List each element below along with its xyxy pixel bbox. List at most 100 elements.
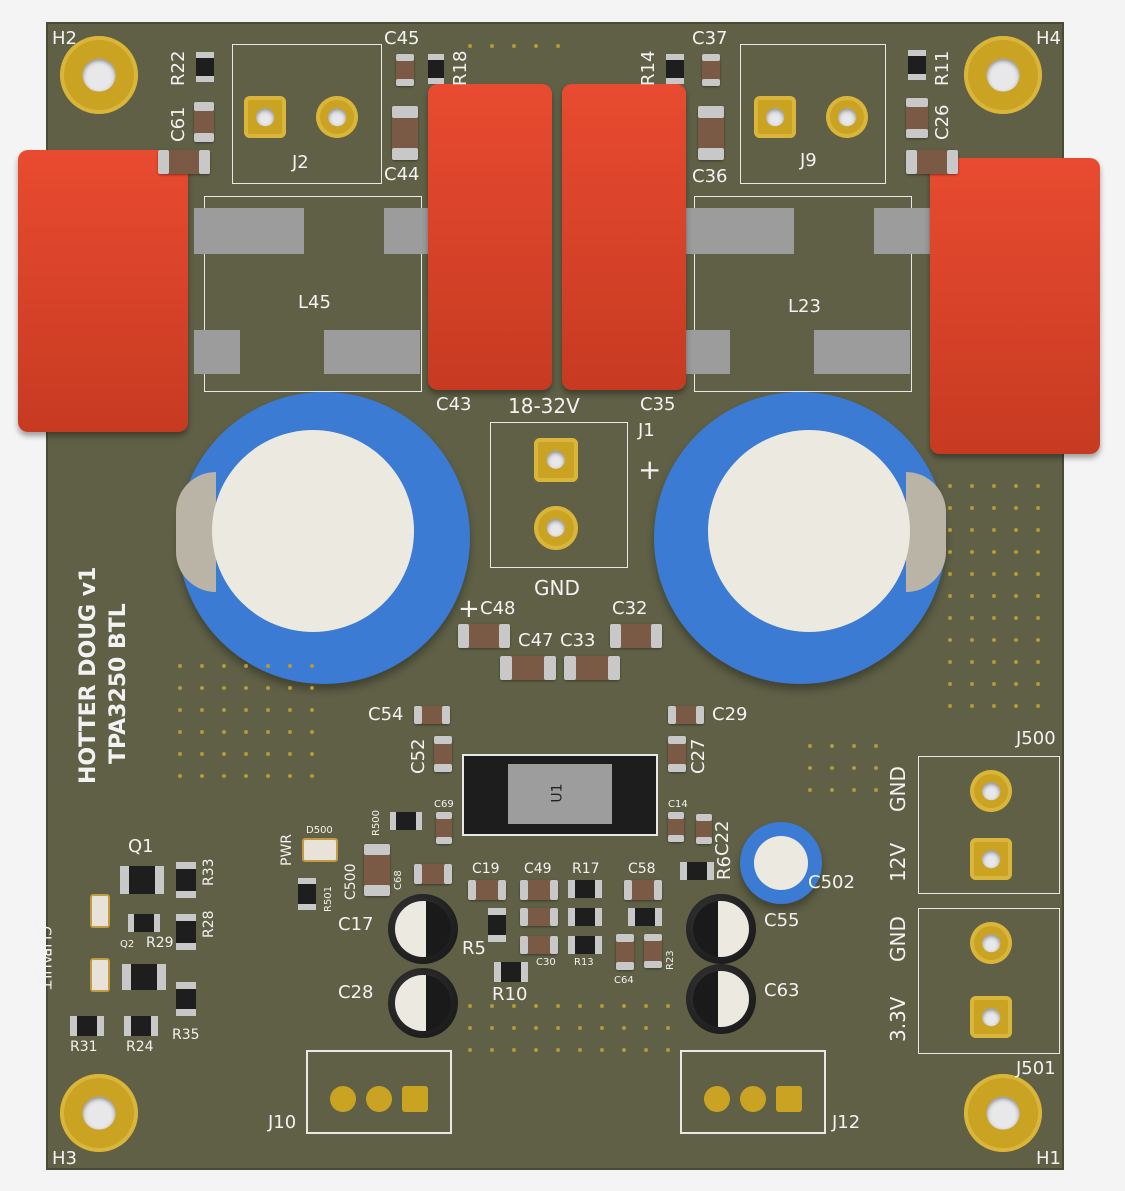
via xyxy=(178,686,182,690)
via xyxy=(178,752,182,756)
via xyxy=(622,1004,626,1008)
connector-j2-pin2 xyxy=(316,96,358,138)
resistor-r10 xyxy=(494,962,528,982)
connector-j2-pin1 xyxy=(244,96,286,138)
polarity-stripe xyxy=(906,472,946,592)
label-c30: C30 xyxy=(536,957,556,968)
via xyxy=(200,664,204,668)
via xyxy=(288,774,292,778)
via xyxy=(948,638,952,642)
via xyxy=(512,1048,516,1052)
via xyxy=(992,704,996,708)
capacitor-c69 xyxy=(436,812,452,845)
capacitor-c44 xyxy=(392,106,418,160)
via xyxy=(666,1004,670,1008)
capacitor-c32 xyxy=(610,624,662,648)
inductor-l23-pad xyxy=(684,208,794,254)
via xyxy=(288,752,292,756)
via xyxy=(468,44,472,48)
capacitor-top-face xyxy=(708,430,910,632)
connector-j12-pin xyxy=(776,1086,802,1112)
via xyxy=(1036,506,1040,510)
resistor-r13 xyxy=(568,936,602,954)
via xyxy=(1014,638,1018,642)
via xyxy=(992,660,996,664)
label-c36: C36 xyxy=(692,166,728,187)
via xyxy=(244,664,248,668)
via xyxy=(266,686,270,690)
capacitor-c55 xyxy=(686,894,756,964)
via xyxy=(288,708,292,712)
capacitor-c14 xyxy=(668,812,684,842)
via xyxy=(266,730,270,734)
resistor-r24 xyxy=(124,1016,158,1036)
via xyxy=(1036,704,1040,708)
label-q2: Q2 xyxy=(120,939,135,950)
polarity-stripe xyxy=(176,472,216,592)
label-r10: R10 xyxy=(492,984,528,1005)
via xyxy=(512,44,516,48)
via xyxy=(310,730,314,734)
capacitor-c28 xyxy=(388,968,458,1038)
label-c14: C14 xyxy=(668,799,688,810)
via xyxy=(200,686,204,690)
capacitor-c47 xyxy=(500,656,556,680)
led-d4-fault xyxy=(90,958,110,992)
via xyxy=(852,744,856,748)
via xyxy=(490,1048,494,1052)
via xyxy=(468,1026,472,1030)
mounting-hole-h1 xyxy=(964,1074,1042,1152)
via xyxy=(948,682,952,686)
connector-j500-pin1 xyxy=(970,770,1012,812)
via xyxy=(244,686,248,690)
capacitor-c52 xyxy=(434,736,452,773)
via xyxy=(874,788,878,792)
label-c58: C58 xyxy=(628,861,656,877)
via xyxy=(178,708,182,712)
via xyxy=(830,766,834,770)
capacitor-c64 xyxy=(616,934,634,971)
via xyxy=(644,1004,648,1008)
label-l23: L23 xyxy=(788,296,821,317)
resistor-middle-c xyxy=(628,908,662,926)
label-j1: J1 xyxy=(638,420,655,441)
via xyxy=(1014,704,1018,708)
resistor-r35 xyxy=(176,982,196,1016)
via xyxy=(666,1026,670,1030)
inductor-l45-pad xyxy=(324,330,420,374)
connector-j1-pin1 xyxy=(534,438,578,482)
via xyxy=(622,1048,626,1052)
via xyxy=(600,1004,604,1008)
capacitor-small-right xyxy=(906,150,958,174)
capacitor-c37 xyxy=(702,54,720,87)
via xyxy=(266,708,270,712)
label-j501: J501 xyxy=(1016,1058,1056,1079)
resistor-r28 xyxy=(176,914,196,950)
resistor-near-q1 xyxy=(128,914,161,932)
label-c502: C502 xyxy=(808,872,855,893)
via xyxy=(200,752,204,756)
connector-j10-pin xyxy=(366,1086,392,1112)
via xyxy=(970,528,974,532)
film-capacitor-right xyxy=(930,158,1100,454)
connector-j9-pin2 xyxy=(826,96,868,138)
resistor-r14 xyxy=(666,54,684,84)
via xyxy=(948,484,952,488)
resistor-r17 xyxy=(568,880,602,898)
via xyxy=(622,1026,626,1030)
mounting-hole-h4 xyxy=(964,36,1042,114)
label-c33: C33 xyxy=(560,630,596,651)
resistor-r501 xyxy=(298,878,316,911)
label-j1-voltage: 18-32V xyxy=(508,394,580,418)
led-d500-pwr xyxy=(302,838,338,862)
via xyxy=(1014,616,1018,620)
capacitor-c54 xyxy=(414,706,451,724)
via xyxy=(644,1048,648,1052)
via xyxy=(512,1026,516,1030)
label-h3: H3 xyxy=(52,1148,77,1169)
pcb-board: H2 H4 H3 H1 J2 J9 L45 L23 C43 C35 C45 R1… xyxy=(18,22,1100,1170)
via xyxy=(490,1026,494,1030)
capacitor-c33 xyxy=(564,656,620,680)
via xyxy=(992,616,996,620)
via xyxy=(1036,594,1040,598)
